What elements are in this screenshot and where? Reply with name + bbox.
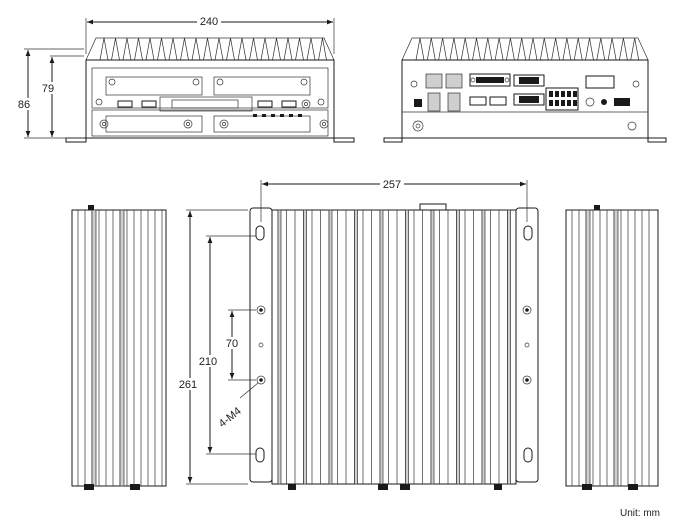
heatsink-fins-front	[85, 37, 335, 61]
fin	[573, 37, 583, 61]
fin-rib	[91, 209, 97, 487]
fin-rib	[277, 209, 282, 485]
fin	[237, 37, 247, 61]
heatsink-fins-rear	[401, 37, 649, 61]
fin	[249, 37, 258, 61]
terminal-pin	[567, 100, 571, 106]
unit-label: Unit: mm	[620, 508, 660, 519]
fin	[528, 37, 538, 61]
side-fins-left	[77, 209, 163, 487]
fin	[99, 37, 109, 61]
fin	[415, 37, 425, 61]
fin-rib	[119, 209, 125, 487]
fin	[191, 37, 201, 61]
fin	[517, 37, 527, 61]
dim-body-height: 79	[42, 83, 54, 95]
fin-outline	[401, 37, 649, 61]
fin	[134, 37, 143, 61]
fin	[226, 37, 235, 61]
dim-front-width: 240	[200, 16, 218, 28]
fin	[551, 37, 560, 61]
keyhole-slot	[523, 225, 533, 241]
terminal-pin	[573, 100, 577, 106]
fin-rib	[328, 209, 333, 485]
fin	[562, 37, 572, 61]
side-fins-right	[571, 209, 650, 487]
screw-callout: 4-M4	[217, 405, 244, 430]
front-view: 240 79 86	[14, 15, 355, 143]
terminal-pin	[561, 91, 565, 97]
fin-rib	[379, 209, 384, 485]
fin	[426, 37, 436, 61]
terminal-pin	[549, 100, 553, 106]
terminal-pin	[555, 100, 559, 106]
fin-rib	[405, 209, 409, 485]
fin-rib	[613, 209, 619, 487]
rear-view	[383, 37, 667, 143]
right-mount-bracket	[515, 207, 539, 483]
fin	[438, 37, 447, 61]
fin-rib	[585, 209, 591, 487]
fin	[180, 37, 189, 61]
fin	[272, 37, 281, 61]
dim-bracket-width: 257	[383, 179, 401, 191]
fin-rib	[456, 209, 460, 485]
keyhole-slot	[255, 447, 265, 463]
fin	[283, 37, 293, 61]
fin	[122, 37, 132, 61]
fin	[619, 37, 628, 61]
fin-rib	[354, 209, 358, 485]
left-mount-bracket	[249, 207, 273, 483]
top-view: 257 261 210 70 4-M4	[176, 177, 539, 490]
dim-hole-spacing-outer: 210	[199, 356, 217, 368]
fin	[630, 37, 640, 61]
terminal-pin	[567, 91, 571, 97]
fin	[506, 37, 515, 61]
fin	[111, 37, 120, 61]
fin-rib	[303, 209, 307, 485]
fin	[483, 37, 493, 61]
fin	[607, 37, 617, 61]
front-chassis	[85, 59, 335, 139]
fin	[449, 37, 459, 61]
keyhole-slot	[523, 447, 533, 463]
heatsink-fins-top	[277, 209, 511, 485]
right-side-view	[565, 205, 659, 490]
terminal-block	[549, 91, 577, 106]
terminal-pin	[555, 91, 559, 97]
fin	[472, 37, 481, 61]
terminal-pin	[561, 100, 565, 106]
top-chassis	[271, 209, 517, 485]
terminal-pin	[573, 91, 577, 97]
dim-hole-spacing-inner: 70	[226, 338, 238, 350]
left-side-view	[71, 205, 167, 490]
fin	[585, 37, 594, 61]
fin	[145, 37, 155, 61]
fin	[168, 37, 178, 61]
fin	[306, 37, 316, 61]
fin	[295, 37, 304, 61]
fin	[539, 37, 549, 61]
keyhole-slot	[255, 225, 265, 241]
fin-rib	[430, 209, 435, 485]
fin-rib	[481, 209, 486, 485]
dim-total-height: 86	[18, 99, 30, 111]
fin	[203, 37, 212, 61]
dim-overall-depth: 261	[179, 379, 197, 391]
terminal-pin	[549, 91, 553, 97]
fin	[214, 37, 224, 61]
fin	[494, 37, 504, 61]
fin	[157, 37, 166, 61]
fin-outline	[85, 37, 335, 61]
fin	[596, 37, 606, 61]
fin-rib	[507, 209, 511, 485]
fin	[460, 37, 470, 61]
fin	[260, 37, 270, 61]
